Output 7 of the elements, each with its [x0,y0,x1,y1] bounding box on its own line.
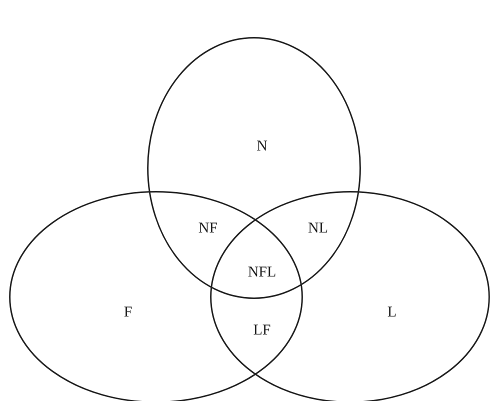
set-label: L [387,304,397,322]
set-label: N [256,138,268,156]
region-label: LF [253,322,271,340]
set-label: F [124,304,132,322]
region-label: NFL [248,264,276,282]
region-label: NL [308,220,328,238]
region-label: NF [198,220,218,238]
